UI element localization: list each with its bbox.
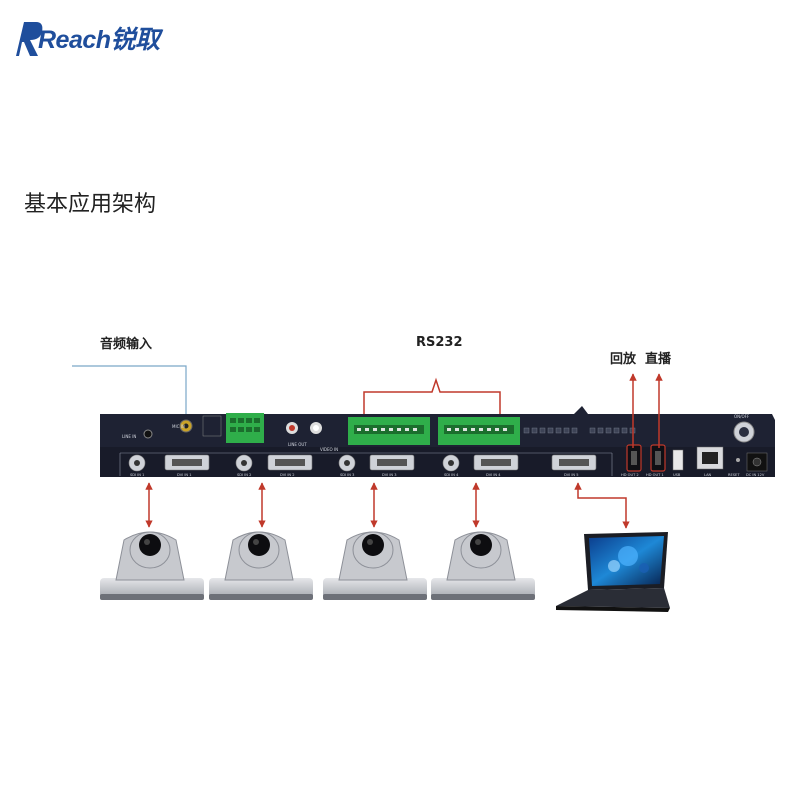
recorder-device-panel: LINE IN MIC IN LINE OUT VIDEO IN ON/OFF … [100, 406, 775, 477]
svg-text:MIC IN: MIC IN [172, 424, 185, 429]
laptop-connection [574, 482, 630, 529]
camera-3 [323, 531, 427, 600]
svg-text:SDI IN 4: SDI IN 4 [444, 473, 459, 477]
svg-text:DVI IN 1: DVI IN 1 [177, 473, 192, 477]
svg-text:VIDEO IN: VIDEO IN [320, 447, 338, 452]
svg-text:DVI IN 3: DVI IN 3 [382, 473, 397, 477]
svg-text:DC IN 12V: DC IN 12V [746, 473, 765, 477]
svg-text:SDI IN 3: SDI IN 3 [340, 473, 354, 477]
svg-text:RESET: RESET [728, 473, 740, 477]
laptop [556, 532, 670, 612]
svg-text:DVI IN 5: DVI IN 5 [564, 473, 579, 477]
camera-1 [100, 531, 204, 600]
svg-text:LINE IN: LINE IN [122, 434, 136, 439]
rs232-brace [363, 377, 501, 418]
svg-text:SDI IN 2: SDI IN 2 [237, 473, 251, 477]
svg-text:HD OUT 1: HD OUT 1 [646, 473, 664, 477]
svg-text:DVI IN 4: DVI IN 4 [486, 473, 501, 477]
svg-text:USB: USB [673, 473, 681, 477]
audio-input-label: 音频输入 [100, 337, 153, 352]
logo-mark-icon [16, 22, 43, 56]
brand-name: Reach [38, 26, 111, 54]
rs232-label: RS232 [416, 335, 463, 350]
svg-text:HD OUT 2: HD OUT 2 [621, 473, 639, 477]
camera-4 [431, 531, 535, 600]
brand-logo: Reach锐取 [14, 18, 160, 60]
svg-text:SDI IN 1: SDI IN 1 [130, 473, 144, 477]
svg-text:LAN: LAN [704, 473, 712, 477]
live-label: 直播 [645, 352, 672, 367]
camera-2 [209, 531, 313, 600]
audio-input-line [72, 365, 187, 420]
brand-name-cn: 锐取 [110, 26, 161, 54]
svg-text:LINE OUT: LINE OUT [288, 442, 307, 447]
page-title: 基本应用架构 [24, 192, 157, 217]
svg-text:DVI IN 2: DVI IN 2 [280, 473, 295, 477]
svg-text:ON/OFF: ON/OFF [734, 414, 750, 419]
playback-label: 回放 [610, 352, 637, 367]
